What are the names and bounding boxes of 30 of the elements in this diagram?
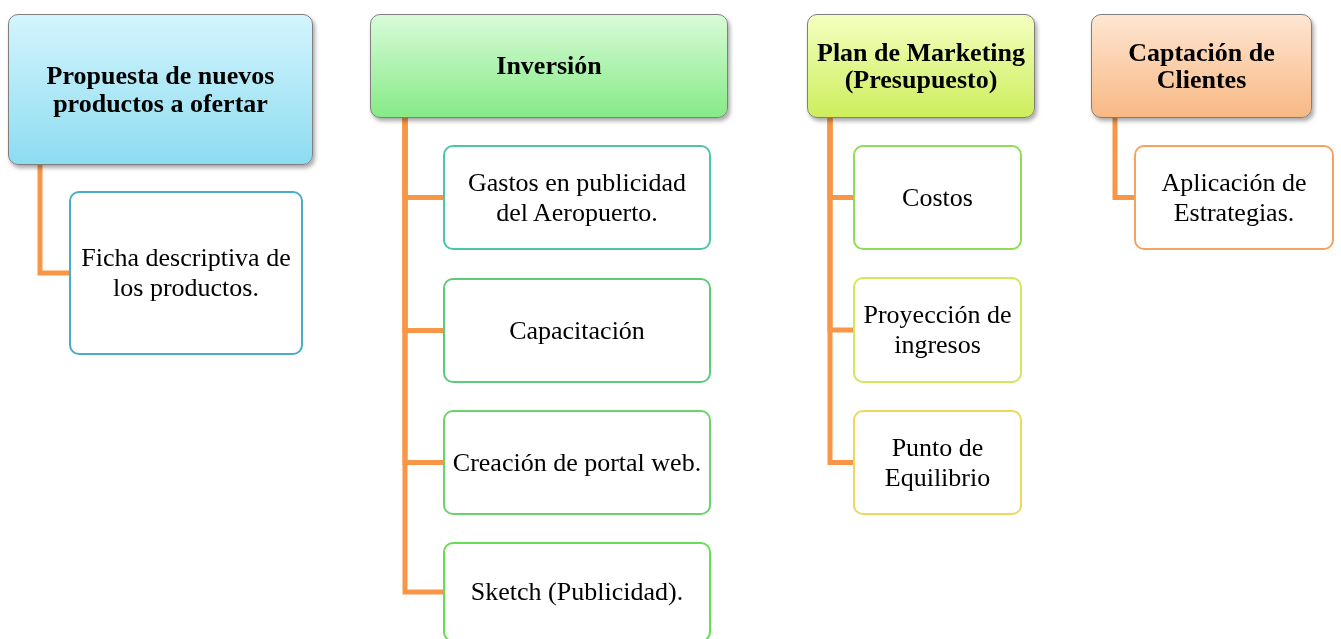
box-label: Punto de Equilibrio: [883, 432, 992, 493]
item-box: [853, 410, 1022, 515]
connector-line: [1112, 118, 1134, 200]
box-label: Costos: [902, 182, 973, 213]
item-box: [853, 277, 1022, 383]
category-box: [1091, 14, 1312, 118]
item-box: [443, 278, 711, 383]
item-box: [443, 542, 711, 639]
category-box: [370, 14, 728, 118]
box-label: Proyección de ingresos: [862, 300, 1013, 360]
box-label: Capacitación: [509, 315, 645, 346]
item-box: [1134, 145, 1334, 250]
box-label: Sketch (Publicidad).: [470, 577, 684, 607]
box-label: Captación de Clientes: [1127, 38, 1276, 94]
box-label: Creación de portal web.: [452, 447, 702, 478]
box-label: Plan de Marketing (Presupuesto): [816, 38, 1026, 94]
box-label: Inversión: [496, 52, 602, 80]
box-label: Ficha descriptiva de los productos.: [80, 243, 292, 303]
item-box: [443, 410, 711, 515]
box-label: Gastos en publicidad del Aeropuerto.: [466, 167, 688, 228]
category-box: [807, 14, 1035, 118]
item-box: [69, 191, 303, 355]
connector-line: [37, 165, 69, 276]
category-box: [8, 14, 313, 165]
box-label: Propuesta de nuevos productos a ofertar: [45, 62, 276, 117]
item-box: [853, 145, 1022, 250]
connector-line: [827, 118, 853, 465]
box-label: Aplicación de Estrategias.: [1160, 167, 1308, 228]
item-box: [443, 145, 711, 250]
connector-line: [402, 118, 443, 595]
